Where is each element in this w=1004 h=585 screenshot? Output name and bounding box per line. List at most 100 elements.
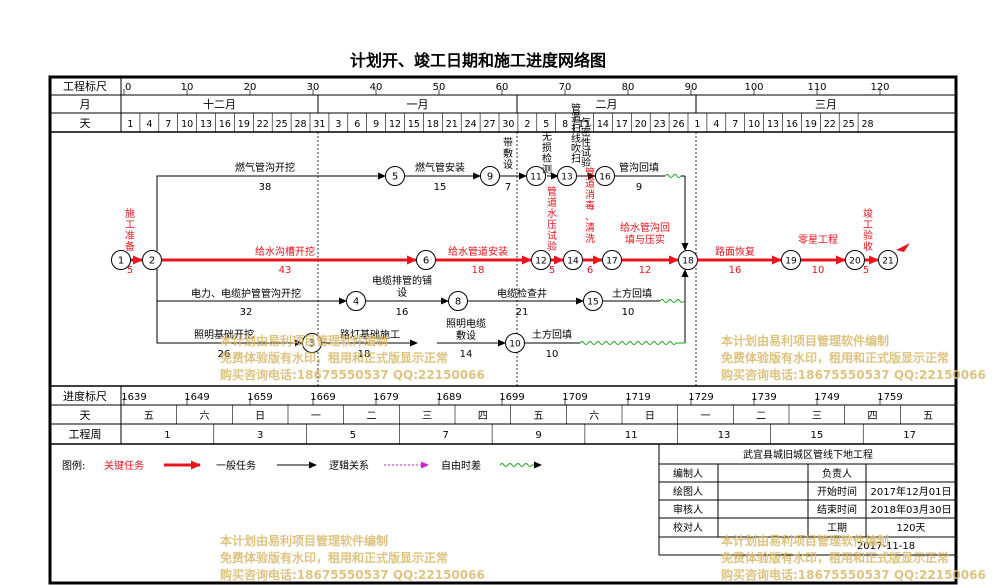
month-label: 月 — [80, 98, 91, 111]
day-34: 13 — [767, 119, 779, 130]
task-labels: 燃气管沟开挖 38 燃气管安装 15 7 管沟回填 9 给水沟槽开挖 43 给水… — [127, 161, 869, 360]
day-15: 15 — [408, 119, 420, 130]
svg-text:准: 准 — [125, 230, 135, 242]
week-8: 17 — [903, 430, 916, 441]
progress-tick-3: 1669 — [310, 392, 335, 403]
svg-text:管: 管 — [585, 166, 595, 179]
duration-value: 120天 — [896, 523, 925, 534]
weekday-13: 四 — [868, 411, 878, 422]
weekday-label: 天 — [80, 409, 91, 422]
vertical-labels: 施工准备竣工验收带敷设无损检测管道扫线吹扫气密性试验管道水压试验管道消毒、清洗给… — [125, 102, 873, 342]
svg-text:10: 10 — [509, 340, 521, 350]
svg-text:吹: 吹 — [571, 142, 581, 155]
node-19: 19 — [781, 250, 801, 270]
month-2: 二月 — [596, 98, 618, 111]
day-38: 25 — [843, 119, 855, 130]
task-finish-dur: 5 — [863, 265, 869, 276]
svg-text:施: 施 — [125, 207, 135, 220]
finish-flag — [896, 243, 910, 252]
day-0: 1 — [127, 119, 133, 130]
node-20: 20 — [845, 250, 865, 270]
day-29: 26 — [673, 119, 685, 130]
svg-text:20: 20 — [849, 257, 861, 267]
scale-tick-8: 80 — [622, 82, 635, 93]
day-2: 7 — [165, 119, 171, 130]
day-20: 30 — [502, 119, 514, 130]
svg-text:管: 管 — [571, 102, 581, 115]
day-3: 10 — [181, 119, 193, 130]
day-32: 7 — [732, 119, 738, 130]
node-6: 6 — [416, 250, 436, 270]
svg-text:11: 11 — [530, 173, 541, 183]
svg-text:测: 测 — [542, 163, 552, 176]
task-water-install-name: 给水管道安装 — [448, 245, 508, 258]
svg-text:验: 验 — [547, 240, 557, 253]
svg-text:试: 试 — [581, 146, 591, 159]
task-gas-trench-name: 燃气管沟开挖 — [235, 161, 295, 174]
wm-a2: 免费体验版有水印，租用和正式版显示正常 — [220, 350, 448, 365]
weekday-6: 四 — [478, 411, 488, 422]
node-17: 17 — [602, 250, 622, 270]
day-1: 4 — [146, 119, 152, 130]
task-light-cable-dur: 14 — [460, 349, 473, 360]
task-elec-trench-name: 电力、电缆护管管沟开挖 — [191, 287, 301, 300]
day-5: 16 — [219, 119, 231, 130]
svg-text:清: 清 — [585, 221, 595, 234]
task-backfill10-dur: 10 — [546, 349, 559, 360]
legend-critical-label: 关键任务 — [104, 459, 144, 472]
watermarks: 本计划由易利项目管理软件编制 免费体验版有水印，租用和正式版显示正常 购买咨询电… — [220, 333, 986, 582]
start-value: 2017年12月01日 — [871, 485, 952, 498]
task-elec-trench-dur: 32 — [240, 307, 253, 318]
free-float — [579, 174, 685, 345]
svg-text:18: 18 — [682, 257, 694, 267]
svg-text:试: 试 — [547, 229, 557, 242]
svg-text:密: 密 — [581, 126, 591, 139]
svg-text:检: 检 — [542, 152, 552, 165]
svg-text:4: 4 — [353, 297, 359, 308]
task-misc-dur: 10 — [812, 265, 825, 276]
progress-tick-12: 1759 — [877, 392, 902, 403]
progress-tick-0: 1639 — [121, 392, 146, 403]
scale-tick-1: 10 — [181, 82, 194, 93]
weekday-2: 日 — [255, 411, 265, 422]
node-3: 3 — [302, 333, 322, 353]
svg-text:21: 21 — [882, 257, 893, 267]
svg-text:洗: 洗 — [585, 233, 595, 245]
day-30: 1 — [694, 119, 700, 130]
svg-text:9: 9 — [487, 172, 493, 183]
task-17-18-dur: 12 — [639, 265, 652, 276]
start-label: 开始时间 — [817, 485, 857, 498]
task-gas-install-dur: 15 — [434, 182, 447, 193]
svg-text:5: 5 — [392, 172, 398, 183]
task-road-base-dur: 18 — [358, 349, 371, 360]
frame — [48, 75, 958, 585]
duration-label: 工期 — [827, 522, 847, 534]
day-8: 25 — [276, 119, 288, 130]
svg-text:竣: 竣 — [863, 207, 873, 220]
day-27: 20 — [635, 119, 647, 130]
wm-c3: 购买咨询电话:18675550537 QQ:22150066 — [220, 567, 485, 582]
svg-text:工: 工 — [125, 220, 135, 231]
task-misc-name: 零星工程 — [798, 234, 838, 246]
day-21: 2 — [524, 119, 530, 130]
weekday-8: 六 — [589, 410, 599, 422]
task-14-17-dur: 6 — [587, 265, 593, 276]
week-1: 3 — [257, 430, 263, 441]
day-12: 6 — [354, 119, 360, 130]
day-24: 11 — [578, 119, 590, 130]
legend-normal-label: 一般任务 — [216, 459, 256, 472]
weekday-5: 三 — [422, 411, 432, 422]
scale-tick-0: 0 — [125, 82, 131, 93]
month-1: 一月 — [407, 98, 429, 111]
progress-label: 进度标尺 — [63, 389, 107, 403]
node-21: 21 — [878, 250, 898, 270]
svg-text:压: 压 — [547, 219, 557, 231]
svg-text:3: 3 — [309, 339, 315, 350]
wm-b2: 免费体验版有水印，租用和正式版显示正常 — [721, 350, 949, 365]
task-water-install-dur: 18 — [472, 265, 485, 276]
day-label: 天 — [80, 117, 91, 130]
day-17: 21 — [446, 119, 458, 130]
wm-a1: 本计划由易利项目管理软件编制 — [220, 333, 388, 348]
